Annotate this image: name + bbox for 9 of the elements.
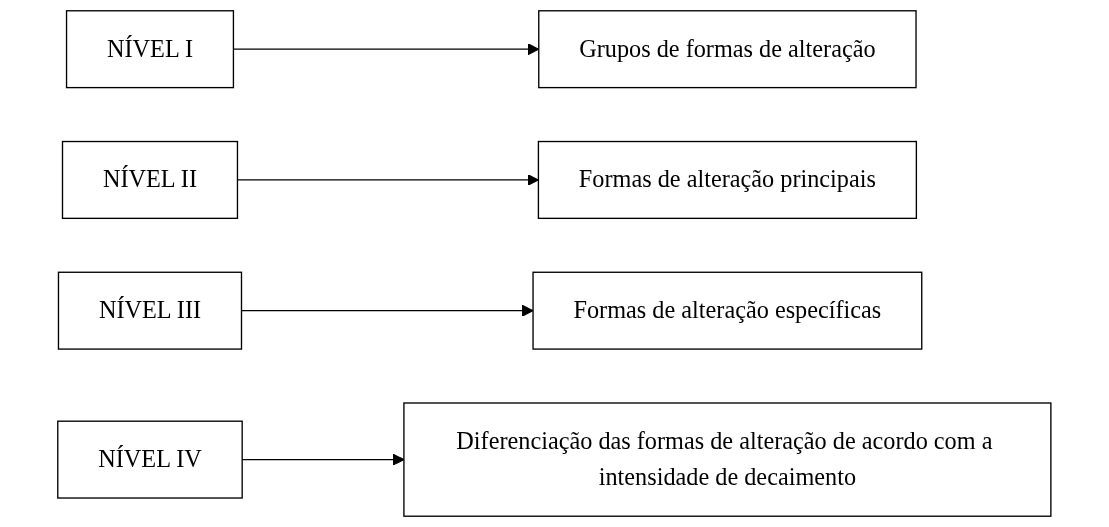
node-box: NÍVEL II (62, 140, 239, 220)
node-box: Formas de alteração específicas (532, 271, 923, 350)
arrow (241, 304, 534, 317)
node-box: Diferenciação das formas de alteração de acordo com a intensidade de decaimento (403, 402, 1052, 517)
node-box: Formas de alteração principais (537, 140, 918, 220)
node-box: NÍVEL I (66, 10, 235, 89)
node-box: NÍVEL IV (57, 420, 244, 499)
node-box: Grupos de formas de alteração (538, 10, 917, 89)
node-box: NÍVEL III (57, 271, 243, 350)
